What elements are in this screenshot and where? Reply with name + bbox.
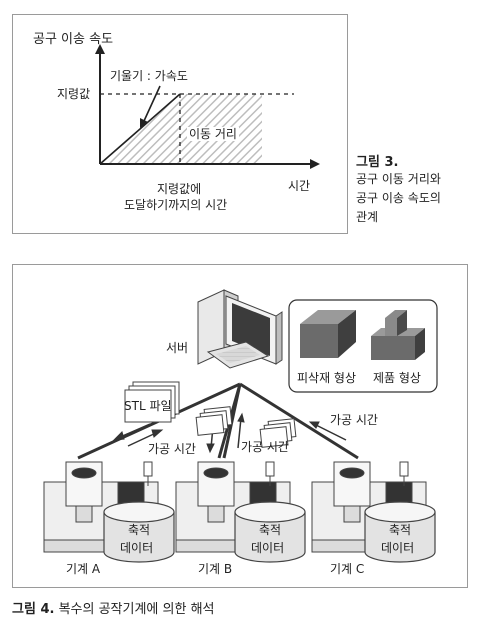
database-a-icon [103,501,175,563]
figure4-caption: 그림 4. 복수의 공작기계에 의한 해석 [12,598,215,617]
workpiece-shape-icon [300,310,356,358]
figure4-caption-text: 복수의 공작기계에 의한 해석 [58,602,215,617]
database-c-icon [364,501,436,563]
arrow-time-from-b [237,412,245,449]
reach-time-label-line1: 지령값에 [157,182,202,196]
slope-pointer-head [140,118,148,128]
slope-pointer [143,85,161,122]
link-to-machine-c [239,382,359,460]
database-b-label-line2: 데이터 [251,541,285,555]
link-to-machine-b-2 [222,383,242,459]
reach-time-label-line2: 도달하기까지의 시간 [124,198,228,212]
travel-distance-label: 이동 거리 [187,127,239,141]
database-c-label-line2: 데이터 [381,541,415,555]
product-shape-label: 제품 형상 [373,371,421,385]
figure3-caption-line2: 공구 이송 속도의 [356,191,441,205]
x-axis-label: 시간 [288,179,311,193]
machining-time-label-a: 가공 시간 [148,442,196,456]
database-b-icon [234,501,306,563]
arrow-time-from-a [127,429,164,447]
stl-file-stack-icon [124,381,180,423]
arrow-stl-to-a [112,423,151,441]
figure3-caption-line3: 관계 [356,210,379,224]
command-value-label: 지령값 [57,87,91,101]
arrow-time-from-c [308,421,347,441]
travel-distance-area [100,94,262,164]
file-stack-b-icon [259,418,297,448]
speed-time-graph [95,44,320,169]
figure3-caption-line1: 공구 이동 거리와 [356,172,441,186]
database-c-label-line1: 축적 [389,523,412,537]
figure4-caption-number: 그림 4. [12,602,55,617]
machine-a-label: 기계 A [66,562,101,576]
database-a-label-line1: 축적 [128,523,151,537]
stl-file-label: STL 파일 [124,399,172,413]
database-a-label-line2: 데이터 [120,541,154,555]
figure3-caption-number: 그림 3. [356,155,399,170]
acceleration-line [99,93,181,165]
slope-label: 기울기 : 가속도 [110,69,188,83]
machine-b-label: 기계 B [198,562,233,576]
y-axis-arrow [95,44,105,54]
database-b-label-line1: 축적 [259,523,282,537]
file-stack-a-icon [195,406,233,436]
y-axis-label: 공구 이송 속도 [33,32,114,47]
server-label: 서버 [166,341,189,355]
machine-c-label: 기계 C [330,562,365,576]
machining-time-label-c: 가공 시간 [330,413,378,427]
workpiece-shape-label: 피삭재 형상 [297,371,357,385]
server-computer-icon [197,289,283,369]
product-shape-icon [371,310,425,360]
x-axis-arrow [310,159,320,169]
machining-time-label-b: 가공 시간 [241,440,289,454]
